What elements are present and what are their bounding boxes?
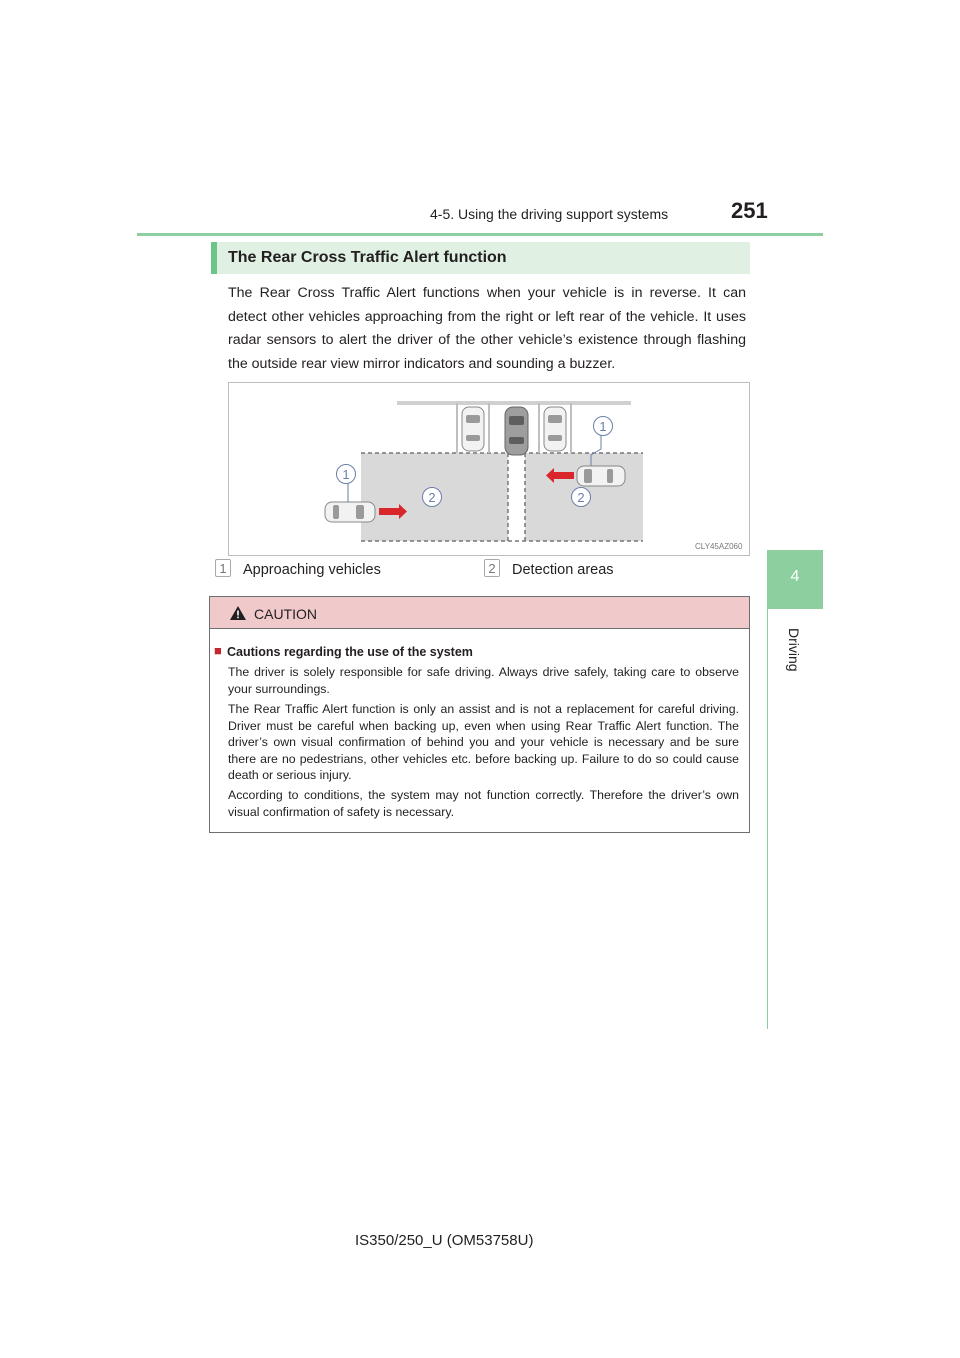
caution-bullet: ■: [214, 643, 222, 658]
header-divider: [137, 233, 823, 236]
legend-number-1: 1: [215, 559, 231, 577]
running-header: 4-5. Using the driving support systems: [430, 206, 669, 222]
parking-bay-lines: [456, 403, 572, 453]
section-body-text: The Rear Cross Traffic Alert functions w…: [228, 285, 746, 372]
caution-heading: CAUTION: [254, 606, 317, 622]
caution-title: Cautions regarding the use of the system: [227, 645, 473, 659]
arrow-left: [546, 468, 574, 483]
approaching-car-left: [324, 501, 376, 523]
caution-header: CAUTION: [210, 597, 749, 629]
chapter-label-box: Driving: [774, 618, 820, 678]
callout-approaching-left: 1: [336, 464, 356, 484]
caution-paragraph-2: The Rear Traffic Alert function is only …: [228, 702, 739, 782]
caution-paragraph-3: According to conditions, the system may …: [228, 788, 739, 819]
caution-box: CAUTION: [209, 596, 750, 833]
model-code-footer: IS350/250_U (OM53758U): [355, 1232, 534, 1249]
caution-paragraph-1: The driver is solely responsible for saf…: [228, 665, 739, 696]
section-title-bar: The Rear Cross Traffic Alert function: [211, 242, 750, 274]
illustration-svg: [324, 401, 643, 542]
chapter-label: Driving: [786, 628, 802, 672]
rear-cross-traffic-illustration: 1 2 1 2 CLY45AZ060: [228, 382, 750, 556]
arrow-right: [379, 504, 407, 519]
legend-number-2: 2: [484, 559, 500, 577]
figure-code: CLY45AZ060: [695, 542, 743, 551]
legend-label-detection-areas: Detection areas: [512, 562, 614, 578]
section-title: The Rear Cross Traffic Alert function: [228, 249, 507, 266]
chapter-tab: 4: [767, 550, 823, 609]
legend-label-approaching-vehicles: Approaching vehicles: [243, 562, 381, 578]
callout-approaching-right: 1: [593, 416, 613, 436]
reversing-own-car: [504, 406, 529, 456]
callout-detection-left: 2: [422, 487, 442, 507]
approaching-car-right: [576, 465, 626, 487]
parked-car-1: [461, 406, 485, 452]
callout-leaders: [347, 431, 602, 502]
page-number: 251: [731, 198, 768, 223]
warning-triangle-icon: [230, 606, 246, 620]
chapter-tab-divider: [767, 609, 768, 1029]
callout-detection-right: 2: [571, 487, 591, 507]
parked-car-2: [543, 406, 567, 452]
chapter-number: 4: [790, 568, 800, 585]
